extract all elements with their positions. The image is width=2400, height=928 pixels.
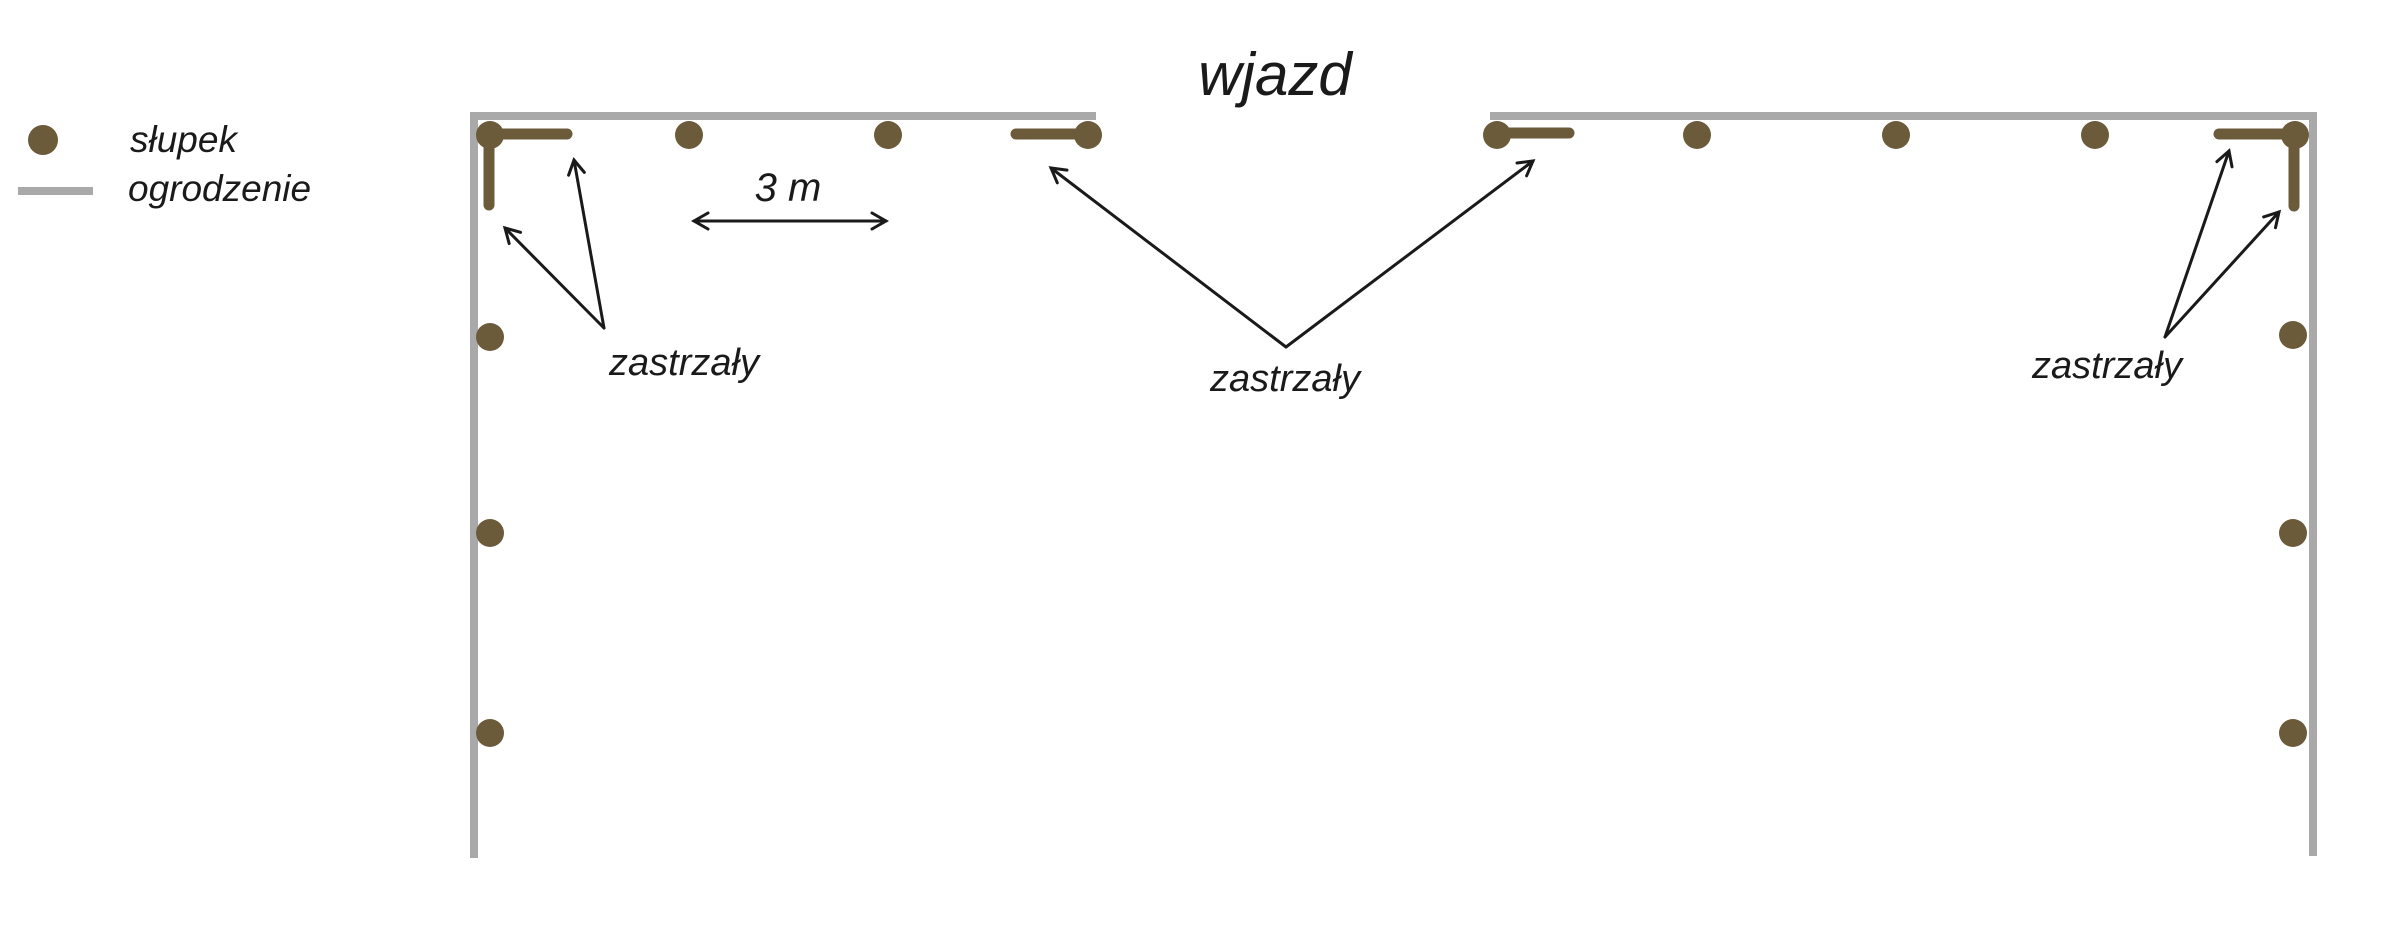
post-marker <box>476 719 504 747</box>
pointer-arrow-middle-braces-pointer <box>1284 161 1533 349</box>
braces <box>483 127 2300 212</box>
post-marker <box>2279 519 2307 547</box>
legend-post-label: słupek <box>130 119 239 160</box>
post-marker <box>1882 121 1910 149</box>
pointer-arrow-right-braces-pointer <box>2163 212 2279 339</box>
dimension-callout: 3 m <box>694 166 886 221</box>
legend: słupek ogrodzenie <box>18 119 311 209</box>
pointer-arrow-middle-braces-pointer <box>1051 168 1288 349</box>
entrance-title: wjazd <box>1198 41 1353 108</box>
post-marker <box>1074 121 1102 149</box>
posts <box>476 121 2309 747</box>
post-marker <box>476 519 504 547</box>
annotation-arrows <box>505 151 2279 349</box>
pointer-arrow-left-braces-pointer <box>505 228 606 330</box>
post-marker <box>476 323 504 351</box>
post-marker <box>1683 121 1711 149</box>
post-marker <box>2281 121 2309 149</box>
pointer-arrow-left-braces-pointer <box>574 160 606 330</box>
post-marker <box>874 121 902 149</box>
post-marker <box>2279 719 2307 747</box>
brace-label-middle: zastrzały <box>1209 358 1362 400</box>
legend-fence-label: ogrodzenie <box>128 168 311 209</box>
dimension-label: 3 m <box>755 166 822 210</box>
post-marker <box>2279 321 2307 349</box>
brace-label-left: zastrzały <box>608 342 761 384</box>
post-marker <box>1483 121 1511 149</box>
legend-post-icon <box>28 125 58 155</box>
post-marker <box>675 121 703 149</box>
post-marker <box>2081 121 2109 149</box>
fence-lines <box>470 112 2317 858</box>
brace-label-right: zastrzały <box>2031 345 2184 387</box>
post-marker <box>476 121 504 149</box>
pointer-arrow-right-braces-pointer <box>2163 151 2229 339</box>
